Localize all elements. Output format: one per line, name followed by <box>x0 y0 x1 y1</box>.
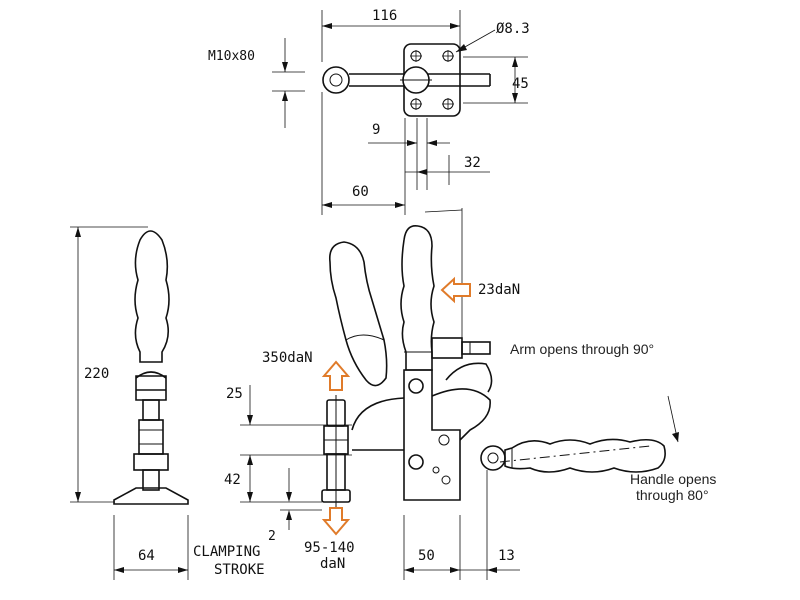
force-annotations: 350daN 95-140 daN 23daN CLAMPING STROKE … <box>193 276 716 578</box>
note-handle-opens-2: through 80° <box>636 487 709 503</box>
arrow-left-icon <box>440 276 471 304</box>
dim-13: 13 <box>498 548 515 564</box>
dim-64: 64 <box>138 548 155 564</box>
dim-screw: M10x80 <box>208 49 255 64</box>
dim-220: 220 <box>84 366 109 382</box>
top-view: 116 Ø8.3 M10x80 <box>208 8 530 215</box>
label-clamping: CLAMPING <box>193 544 260 560</box>
label-23dan: 23daN <box>478 282 520 298</box>
dim-25: 25 <box>226 386 243 402</box>
dim-32: 32 <box>464 155 481 171</box>
note-handle-opens-1: Handle opens <box>630 471 716 487</box>
dim-stroke-2: 2 <box>268 529 276 544</box>
front-view: 25 42 2 50 13 <box>224 208 679 580</box>
label-350dan: 350daN <box>262 350 313 366</box>
note-arm-opens: Arm opens through 90° <box>510 341 654 357</box>
dim-60: 60 <box>352 184 369 200</box>
label-stroke: STROKE <box>214 562 265 578</box>
label-force-range-unit: daN <box>320 556 345 572</box>
arrow-up-icon <box>321 360 351 391</box>
dim-116: 116 <box>372 8 397 24</box>
dim-50: 50 <box>418 548 435 564</box>
dim-9: 9 <box>372 122 380 138</box>
dim-42: 42 <box>224 472 241 488</box>
label-force-range: 95-140 <box>304 540 355 556</box>
dim-45: 45 <box>512 76 529 92</box>
dim-hole-dia: Ø8.3 <box>496 21 530 37</box>
arrow-down-icon <box>321 507 351 536</box>
side-view: 220 64 <box>70 226 189 580</box>
